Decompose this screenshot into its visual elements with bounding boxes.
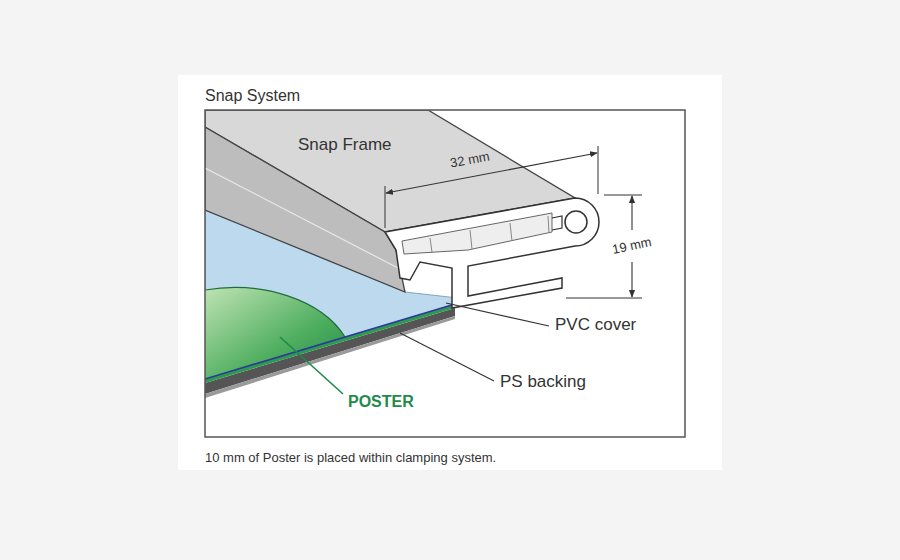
profile-hollow <box>402 213 552 254</box>
figure-title: Snap System <box>205 86 300 105</box>
extension-line <box>598 146 599 194</box>
profile-rib <box>510 223 512 241</box>
figure-border <box>205 110 685 437</box>
part-label: Snap Frame <box>298 135 392 155</box>
part-label: PS backing <box>500 372 586 392</box>
figure-caption: 10 mm of Poster is placed within clampin… <box>205 450 496 466</box>
poster-edge <box>205 304 455 383</box>
leader-line <box>280 337 343 394</box>
panel <box>178 75 722 470</box>
hinge-notch <box>552 216 562 230</box>
flap-highlight <box>205 168 398 268</box>
snap-flap <box>205 127 405 292</box>
frame-profile <box>385 198 599 308</box>
poster-label: POSTER <box>348 392 414 411</box>
poster-curl <box>205 287 345 337</box>
hinge-circle <box>565 211 587 233</box>
extension-line <box>385 186 386 228</box>
dimension-label: 19 mm <box>609 234 655 258</box>
part-label: PVC cover <box>555 315 636 335</box>
dimension-label: 32 mm <box>447 148 493 171</box>
poster-sheet <box>205 287 345 379</box>
leader-line <box>400 333 494 381</box>
profile-rib <box>548 216 549 233</box>
profile-rib <box>470 230 472 249</box>
dimension-line <box>631 262 632 297</box>
dimension-line <box>631 196 632 230</box>
leader-line <box>446 303 549 326</box>
extension-line <box>566 298 642 299</box>
profile-rib <box>430 238 432 252</box>
extension-line <box>604 195 642 196</box>
